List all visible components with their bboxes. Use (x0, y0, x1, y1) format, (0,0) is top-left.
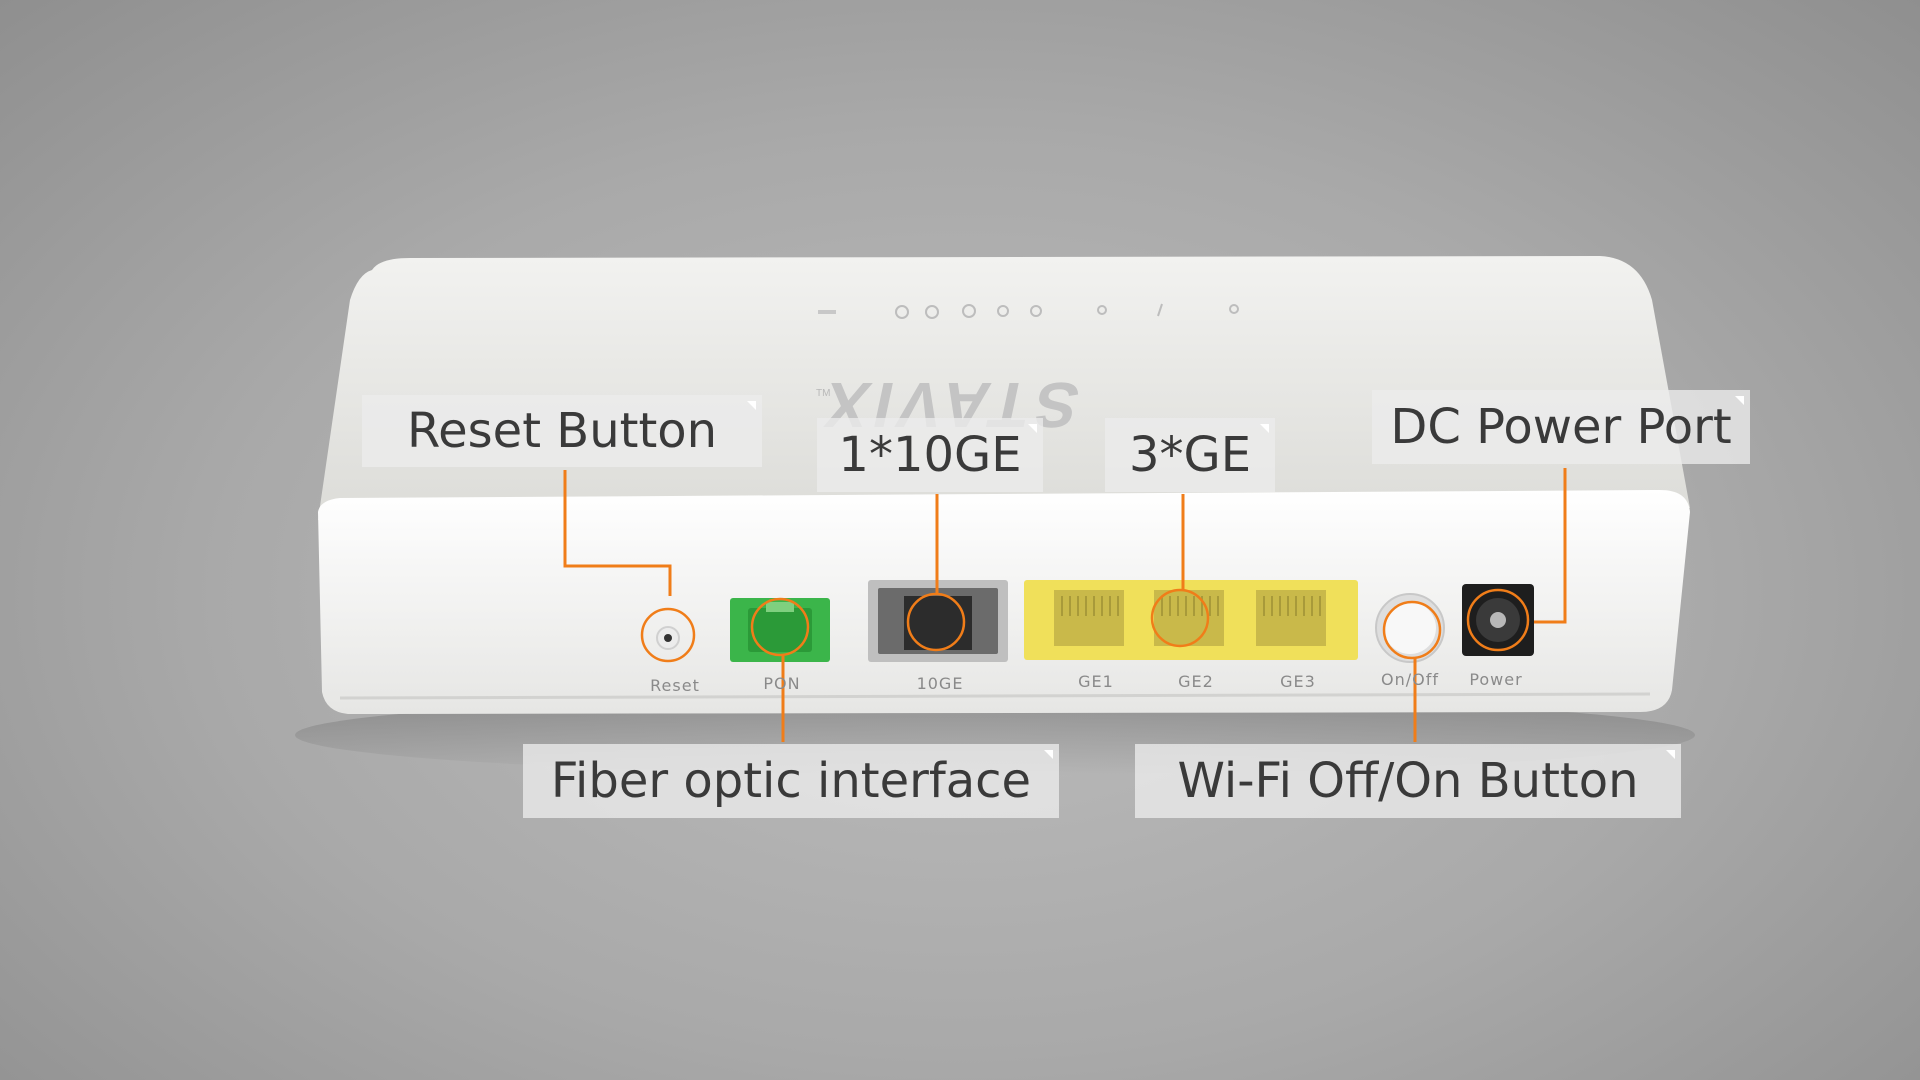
logo-trademark: TM (816, 388, 831, 399)
callout-10ge: 1*10GE (817, 418, 1043, 492)
status-led-row (818, 303, 1239, 319)
leader-reset (563, 470, 672, 596)
port-label-ge1: GE1 (1078, 672, 1114, 691)
wifi-on-off-button (1375, 593, 1445, 663)
callout-leader-lines (563, 468, 1567, 742)
port-label-on-off: On/Off (1381, 670, 1439, 689)
reset-hole (656, 626, 680, 650)
port-label-pon: PON (763, 674, 801, 693)
port-label-power: Power (1469, 670, 1523, 689)
callout-dc-power-port: DC Power Port (1372, 390, 1750, 464)
callout-fiber-optic-interface: Fiber optic interface (523, 744, 1059, 818)
port-label-ge3: GE3 (1280, 672, 1316, 691)
port-label-10ge: 10GE (916, 674, 964, 693)
callout-wifi-button: Wi-Fi Off/On Button (1135, 744, 1681, 818)
ge-ports (1024, 580, 1358, 660)
callout-3ge: 3*GE (1105, 418, 1275, 492)
callout-reset-button: Reset Button (362, 395, 762, 467)
leader-power (1534, 468, 1567, 624)
port-label-reset: Reset (650, 676, 700, 695)
port-label-ge2: GE2 (1178, 672, 1214, 691)
pon-port (730, 598, 830, 662)
dc-power-jack (1462, 584, 1534, 656)
highlight-rings (640, 588, 1530, 663)
